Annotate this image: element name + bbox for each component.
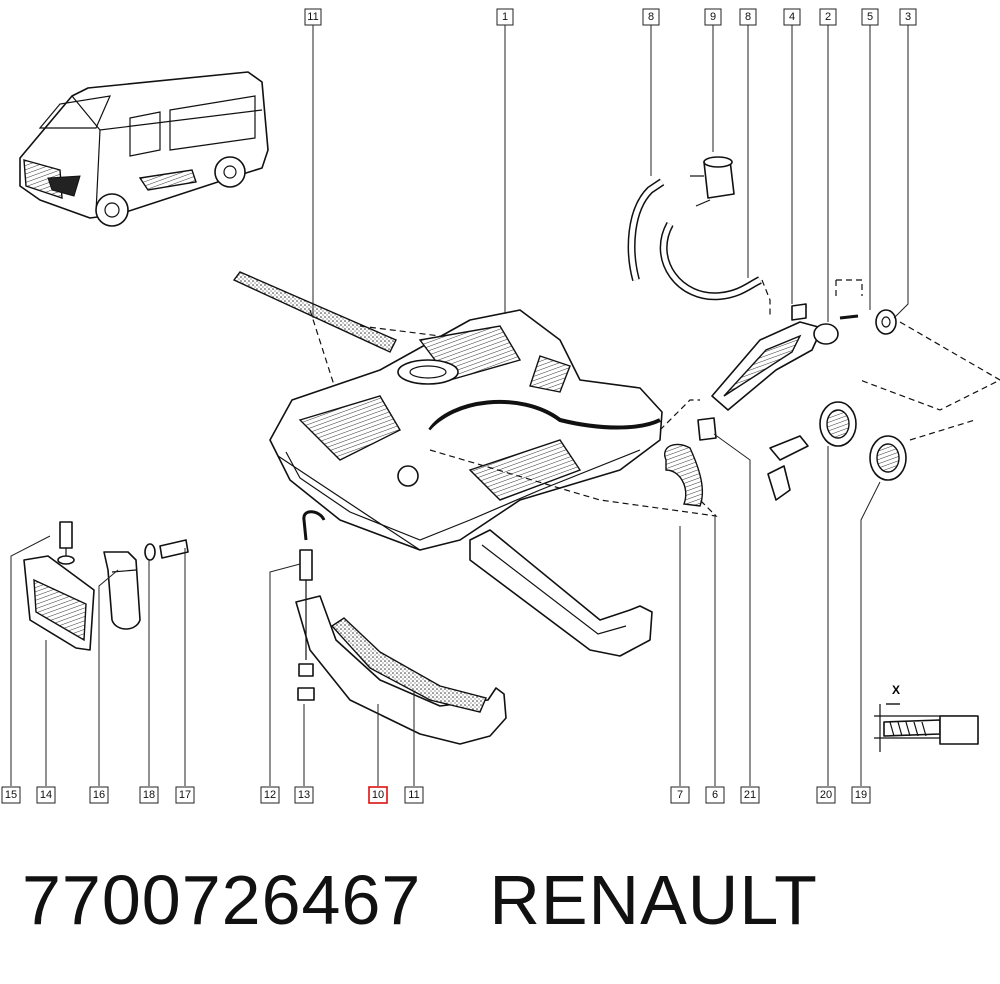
callout-label: 9 — [710, 11, 716, 23]
callout-label: 11 — [408, 789, 419, 801]
vent-hoses-and-canister — [627, 156, 771, 316]
callout-label: 19 — [855, 789, 867, 801]
callout-label: 7 — [677, 789, 683, 801]
callout-label: 17 — [179, 789, 191, 801]
fuel-caps — [767, 401, 907, 501]
dimension-bolt — [874, 703, 979, 752]
callout-11-bottom: 11 — [404, 786, 424, 804]
callout-label: 3 — [905, 11, 911, 23]
part-number: 7700726467 — [22, 861, 422, 939]
callout-6: 6 — [705, 786, 725, 804]
callout-label: 5 — [867, 11, 873, 23]
callout-label: 11 — [307, 11, 318, 23]
callout-7: 7 — [670, 786, 690, 804]
callout-label: 14 — [40, 789, 52, 801]
callout-21: 21 — [740, 786, 760, 804]
callout-label: 21 — [744, 789, 756, 801]
callout-label: 6 — [712, 789, 718, 801]
callout-8-right: 8 — [739, 8, 757, 26]
callout-1: 1 — [496, 8, 514, 26]
callout-19: 19 — [851, 786, 871, 804]
callout-17: 17 — [175, 786, 195, 804]
callout-label: 12 — [264, 789, 276, 801]
callout-13: 13 — [294, 786, 314, 804]
callout-label: 20 — [820, 789, 832, 801]
mount-bracket — [23, 521, 95, 651]
fuel-filter — [103, 539, 189, 630]
callout-label: 2 — [825, 11, 831, 23]
callout-14: 14 — [36, 786, 56, 804]
callout-label: 18 — [143, 789, 155, 801]
callout-12: 12 — [260, 786, 280, 804]
callout-11-top: 11 — [304, 8, 322, 26]
filler-neck — [659, 279, 1000, 441]
callout-2: 2 — [819, 8, 837, 26]
leader-lines — [10, 24, 909, 786]
callout-label: 13 — [298, 789, 310, 801]
tank-strap-10 — [295, 595, 507, 745]
callout-label: 1 — [502, 11, 508, 23]
callout-label: 16 — [93, 789, 105, 801]
callout-3: 3 — [899, 8, 917, 26]
callout-9: 9 — [704, 8, 722, 26]
callout-label: 8 — [745, 11, 751, 23]
van-illustration — [19, 71, 269, 227]
dimension-label: X — [892, 683, 900, 697]
callout-5: 5 — [861, 8, 879, 26]
callout-10-highlighted: 10 — [368, 786, 388, 804]
callout-label: 10 — [372, 789, 384, 801]
part-caption: 7700726467 RENAULT — [22, 860, 818, 940]
callout-16: 16 — [89, 786, 109, 804]
callout-15: 15 — [1, 786, 21, 804]
callout-20: 20 — [816, 786, 836, 804]
callout-18: 18 — [139, 786, 159, 804]
callout-label: 8 — [648, 11, 654, 23]
callout-4: 4 — [783, 8, 801, 26]
brand-name: RENAULT — [489, 861, 818, 939]
grommet-and-hose — [429, 417, 718, 517]
callout-label: 4 — [789, 11, 795, 23]
hook-bolt — [297, 510, 326, 701]
callout-8-left: 8 — [642, 8, 660, 26]
tank-strap-right — [469, 529, 653, 657]
fuel-tank — [269, 309, 663, 551]
callout-label: 15 — [5, 789, 17, 801]
